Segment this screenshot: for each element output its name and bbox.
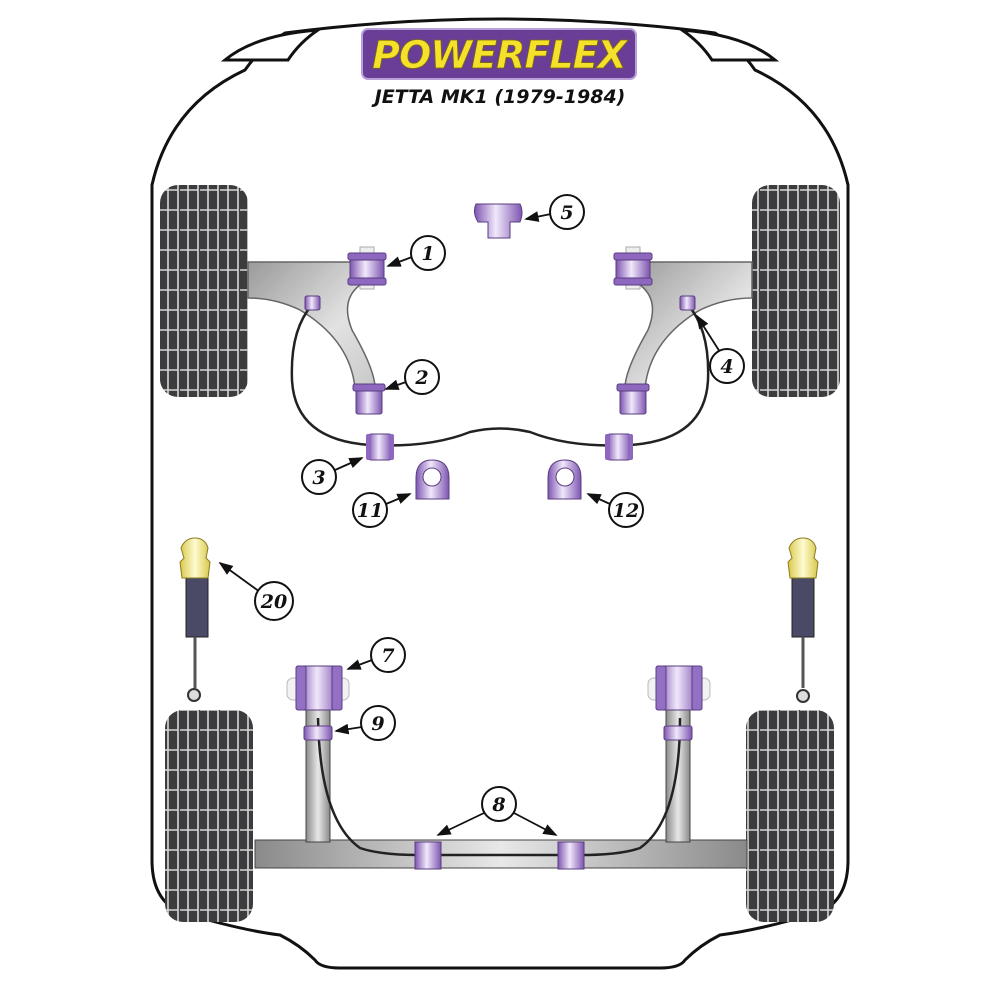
front-left-tyre xyxy=(160,185,248,397)
rear-right-tyre xyxy=(746,710,834,922)
callout-4-label: 4 xyxy=(720,356,733,378)
left-headlight xyxy=(220,28,324,62)
bush-4-left xyxy=(304,295,321,311)
callout-11-label: 11 xyxy=(357,500,383,522)
callout-1[interactable]: 1 xyxy=(386,235,446,271)
callout-12[interactable]: 12 xyxy=(586,492,644,528)
callout-7-label: 7 xyxy=(381,645,394,667)
bush-2-right xyxy=(616,383,650,415)
right-headlight xyxy=(676,28,780,62)
bush-3-right xyxy=(605,433,633,461)
callout-3-label: 3 xyxy=(312,467,325,489)
bush-7-left xyxy=(286,665,350,711)
callout-7[interactable]: 7 xyxy=(346,637,406,673)
callout-8[interactable]: 8 xyxy=(436,786,558,836)
bush-11 xyxy=(415,459,450,500)
rear-right-shock xyxy=(787,537,819,703)
bush-8-right xyxy=(557,841,585,870)
callout-11[interactable]: 11 xyxy=(352,492,412,528)
bush-1-right xyxy=(613,246,653,290)
callout-3[interactable]: 3 xyxy=(301,457,364,495)
callout-12-label: 12 xyxy=(613,500,639,522)
powerflex-logo: POWERFLEX xyxy=(361,28,637,80)
rear-left-shock xyxy=(179,537,211,702)
rear-left-tyre xyxy=(165,710,253,922)
callout-20-label: 20 xyxy=(260,591,287,613)
tyres xyxy=(160,185,840,922)
bush-2-left xyxy=(352,383,386,415)
callout-2[interactable]: 2 xyxy=(384,359,440,395)
bush-8-left xyxy=(414,841,442,870)
front-right-tyre xyxy=(752,185,840,397)
callout-20[interactable]: 20 xyxy=(218,561,294,621)
model-subtitle: JETTA MK1 (1979-1984) xyxy=(371,86,626,108)
top-mount-20-left xyxy=(179,537,211,579)
callout-4[interactable]: 4 xyxy=(696,314,745,384)
callout-5[interactable]: 5 xyxy=(524,194,585,230)
callout-2-label: 2 xyxy=(414,367,428,389)
callout-9[interactable]: 9 xyxy=(334,705,396,741)
bush-3-left xyxy=(366,433,394,461)
brand-name: POWERFLEX xyxy=(372,33,628,77)
front-anti-roll-bar xyxy=(290,304,710,447)
bush-4-right xyxy=(679,295,696,311)
callout-5-label: 5 xyxy=(560,202,573,224)
callout-9-label: 9 xyxy=(371,713,384,735)
rear-anti-roll-bar xyxy=(316,717,682,857)
car-body-outline xyxy=(150,17,850,970)
bush-1-left xyxy=(347,246,387,290)
bush-7-right xyxy=(647,665,711,711)
callout-1-label: 1 xyxy=(421,243,434,265)
top-mount-20-right xyxy=(787,537,819,579)
bush-9-left xyxy=(303,725,333,741)
callout-8-label: 8 xyxy=(491,794,505,816)
bush-5 xyxy=(473,203,523,239)
bush-12 xyxy=(547,459,582,500)
bush-9-right xyxy=(663,725,693,741)
